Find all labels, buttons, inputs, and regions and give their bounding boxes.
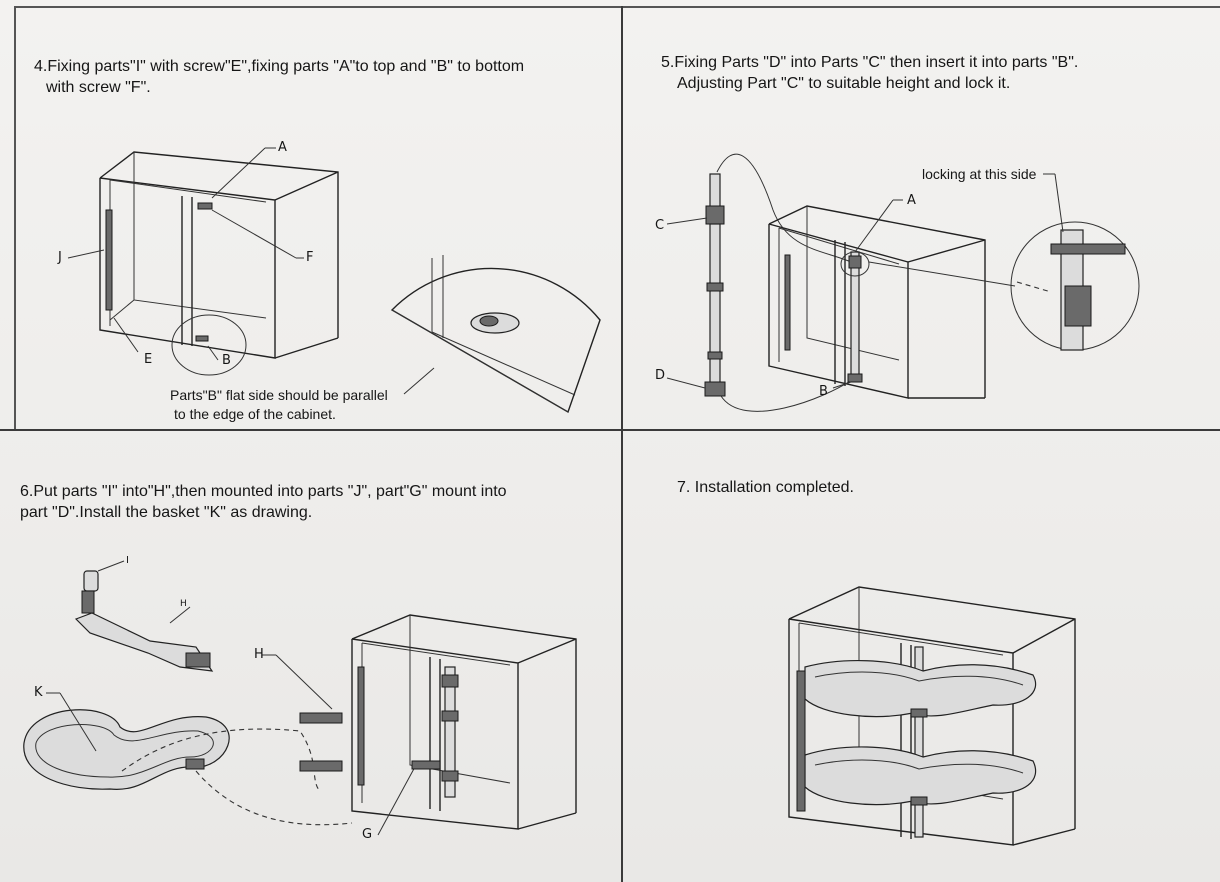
cabinet-drawing-icon [67, 147, 601, 414]
label-e: E [144, 352, 153, 367]
step-6-instructions: 6.Put parts "I" into"H",then mounted int… [20, 481, 507, 523]
step-4-note-line-2: to the edge of the cabinet. [174, 406, 336, 422]
completed-cabinet-icon [788, 586, 1076, 846]
label-g: G [362, 827, 373, 842]
support-arm-icon [23, 560, 577, 836]
step-6-text-line-1: 6.Put parts "I" into"H",then mounted int… [20, 483, 507, 500]
step-7-text-line-1: 7. Installation completed. [677, 479, 854, 496]
label-j: J [58, 250, 62, 265]
telescopic-pole-icon [666, 153, 1140, 412]
step-6-text-line-2: part "D".Install the basket "K" as drawi… [20, 504, 313, 521]
step-4-instructions: 4.Fixing parts"I" with screw"E",fixing p… [34, 56, 524, 98]
label-k: K [34, 685, 43, 700]
label-h: H [254, 647, 264, 662]
step-5-instructions: 5.Fixing Parts "D" into Parts "C" then i… [661, 52, 1078, 94]
label-a: A [278, 140, 287, 155]
step-5-panel: 5.Fixing Parts "D" into Parts "C" then i… [623, 0, 1220, 429]
panel-divider-horizontal [0, 429, 1220, 431]
step-4-note: Parts"B" flat side should be parallel to… [170, 386, 388, 424]
label-f: F [306, 250, 314, 265]
label-b-step5: B [819, 384, 828, 399]
sheet-border-left [14, 6, 16, 429]
step-4-note-line-1: Parts"B" flat side should be parallel [170, 387, 388, 403]
label-c: C [655, 218, 665, 233]
step-5-text-line-1: 5.Fixing Parts "D" into Parts "C" then i… [661, 54, 1079, 71]
step-4-text-line-2: with screw "F". [46, 79, 151, 96]
label-locking-side: locking at this side [922, 166, 1037, 182]
step-6-panel: 6.Put parts "I" into"H",then mounted int… [0, 431, 621, 882]
label-a-step5: A [907, 193, 916, 208]
step-4-text-line-1: 4.Fixing parts"I" with screw"E",fixing p… [34, 58, 525, 75]
step-4-panel: 4.Fixing parts"I" with screw"E",fixing p… [0, 0, 621, 429]
step-7-instructions: 7. Installation completed. [677, 477, 854, 498]
panel-divider-vertical [621, 6, 623, 882]
label-b: B [222, 353, 231, 368]
label-h-small: H [180, 599, 187, 609]
step-5-text-line-2: Adjusting Part "C" to suitable height an… [677, 75, 1011, 92]
sheet-border-top [14, 6, 1220, 8]
label-i: I [126, 555, 129, 566]
step-7-panel: 7. Installation completed. [623, 431, 1220, 882]
label-d: D [655, 368, 666, 383]
